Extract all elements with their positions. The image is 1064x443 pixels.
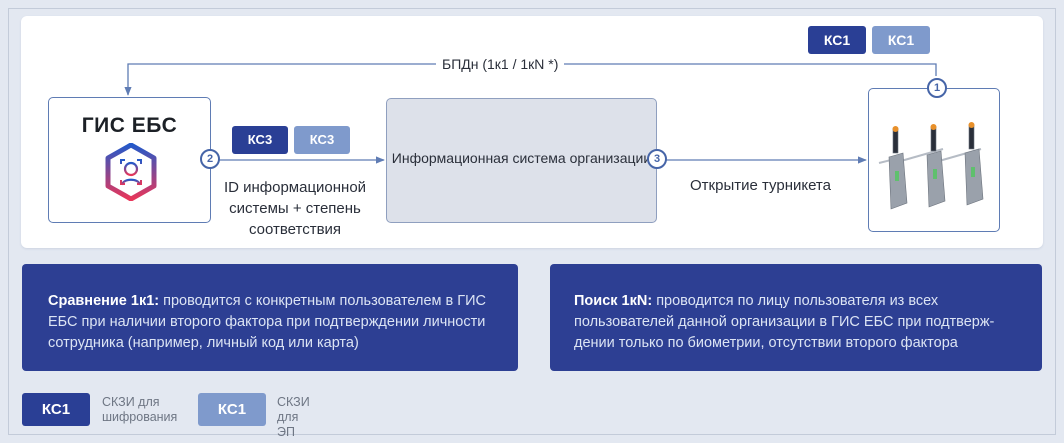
gis-ebs-title: ГИС ЕБС <box>81 114 178 137</box>
info-1to1-body: проводится с конкретным пользователем в … <box>48 293 486 351</box>
legend-badge-signature: КС1 <box>198 393 266 426</box>
flow2-label: ID информационной системы + степень соот… <box>223 179 367 238</box>
face-scan-icon <box>105 143 157 201</box>
legend-text-encryption: СКЗИ для шифрования <box>102 395 178 424</box>
info-1to1-title: Сравнение 1к1: <box>48 293 160 309</box>
info-panel-1toN: Поиск 1кN: проводится по лицу пользовате… <box>550 264 1042 371</box>
org-info-system-label: Информационная система организации <box>391 150 652 166</box>
step-2-marker: 2 <box>200 149 220 169</box>
gis-ebs-node: ГИС ЕБС <box>48 97 211 223</box>
badge-ks1-encryption: КС1 <box>808 26 866 54</box>
turnstile-icon <box>878 122 984 210</box>
info-1toN-body: проводится по лицу пользователя из всех … <box>574 293 995 351</box>
info-panel-1to1: Сравнение 1к1: проводится с конкретным п… <box>22 264 518 371</box>
flow3-label: Открытие турникета <box>690 177 831 194</box>
step-1-marker: 1 <box>927 78 947 98</box>
legend-text-signature: СКЗИ для ЭП <box>277 395 310 439</box>
step-3-marker: 3 <box>647 149 667 169</box>
badge-ks3-encryption: КС3 <box>232 126 288 154</box>
top-flow-label: БПДн (1к1 / 1кN *) <box>436 55 565 73</box>
badge-ks3-signature: КС3 <box>294 126 350 154</box>
org-info-system-node: Информационная система организации <box>386 98 657 223</box>
turnstile-node <box>868 88 1000 232</box>
info-1toN-title: Поиск 1кN: <box>574 293 653 309</box>
legend-badge-encryption: КС1 <box>22 393 90 426</box>
badge-ks1-signature: КС1 <box>872 26 930 54</box>
